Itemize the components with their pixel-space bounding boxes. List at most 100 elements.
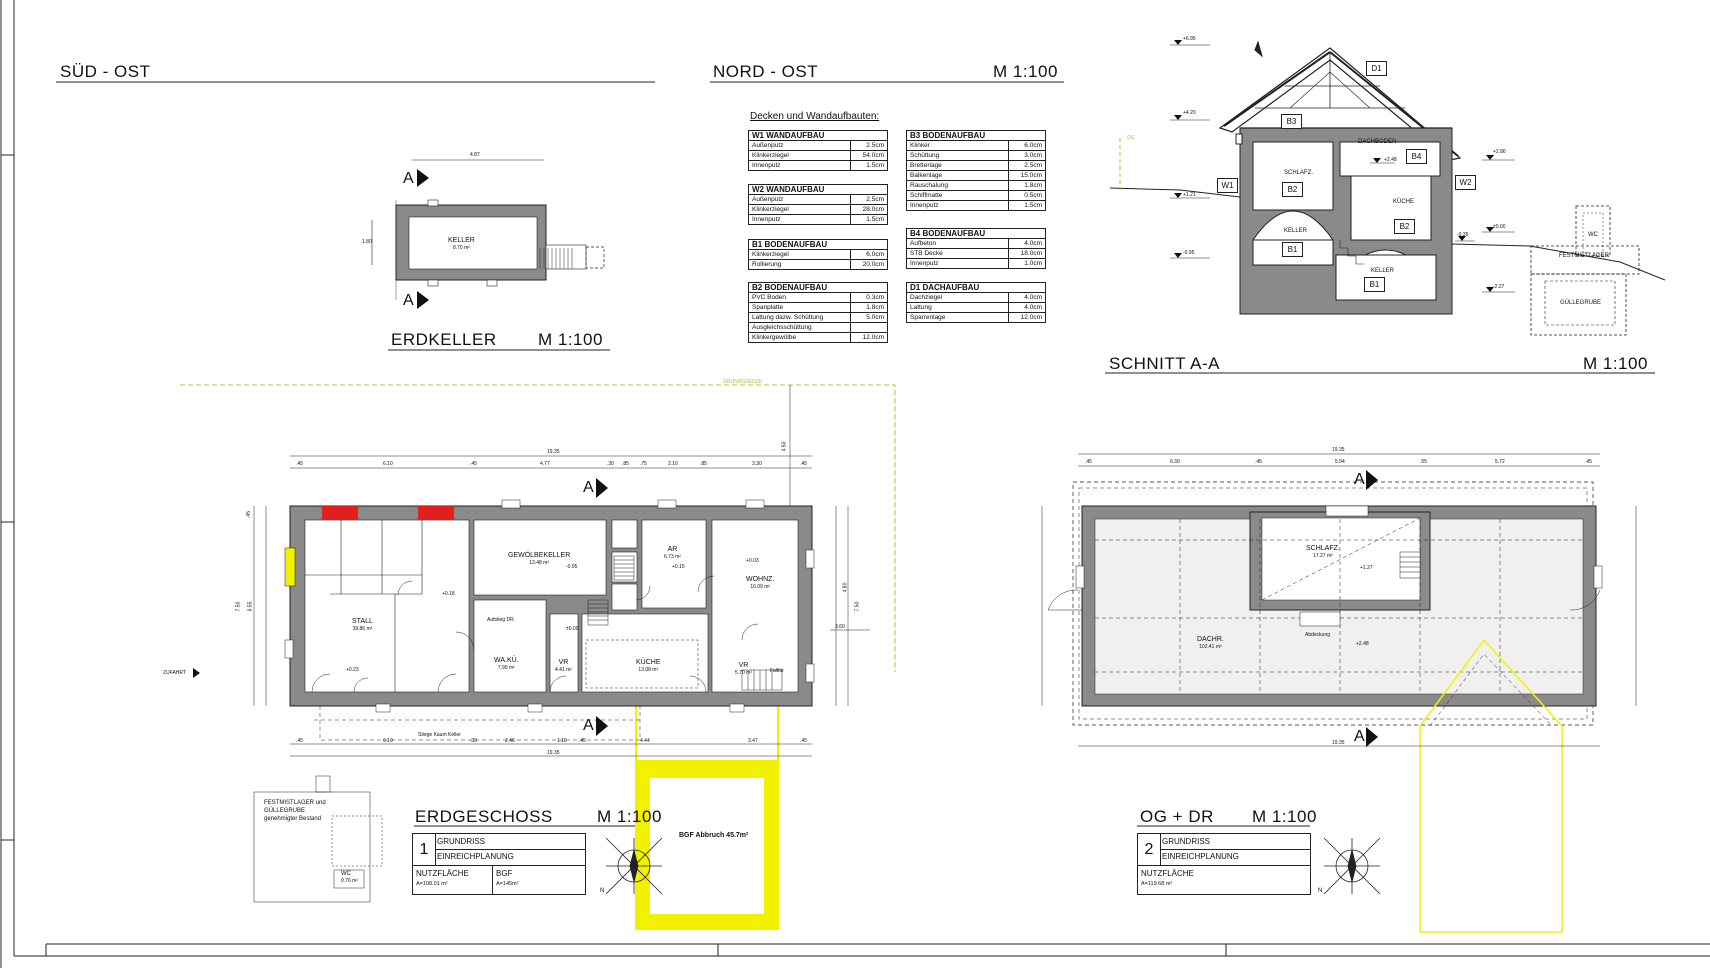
- eg-dim-t6: .85: [622, 461, 629, 467]
- note-aufstieg: Aufstieg DR: [487, 617, 514, 623]
- b3-r5-v: 1.8cm: [1008, 180, 1046, 191]
- og-level-127: +1.27: [1360, 565, 1373, 571]
- eg-dim-total-top: 19.35: [547, 449, 560, 455]
- w2-r3: Innenputz: [748, 214, 851, 225]
- b3-r1: Klinker: [906, 140, 1009, 151]
- title-schnitt: SCHNITT A-A: [1109, 354, 1220, 373]
- b4-r1: Aufbeton: [906, 238, 1009, 249]
- d1-r1: Dachziegel: [906, 292, 1009, 303]
- eg-dim-s7: 3.60: [835, 624, 845, 630]
- tb1-row2: EINREICHPLANUNG: [437, 852, 514, 861]
- room-ar-name: AR: [667, 546, 678, 553]
- schnitt-room-keller1: KELLER: [1284, 228, 1308, 234]
- eg-dim-t5: .30: [607, 461, 614, 467]
- eg-level-000: ±0.00: [566, 626, 579, 632]
- room-vr1-area: 4.41 m²: [555, 667, 572, 673]
- og-dim-t3: .45: [1255, 459, 1262, 465]
- w2-r3-v: 1.5cm: [850, 214, 888, 225]
- tag-w1: W1: [1217, 178, 1238, 193]
- room-vr2: VR 5.70 m²: [735, 662, 752, 676]
- tb1-nutzflaeche-value: A=108.01 m²: [416, 881, 448, 887]
- og-level-248: +2.48: [1356, 641, 1369, 647]
- eg-level-023: +0.23: [346, 667, 359, 673]
- w1-r3-v: 1.5cm: [850, 160, 888, 171]
- b4-r3-v: 1.0cm: [1008, 258, 1046, 269]
- og-section-a-bottom: A: [1354, 728, 1365, 745]
- b3-r5: Rauschalung: [906, 180, 1009, 191]
- og-dim-t5: .55: [1420, 459, 1427, 465]
- erdkeller-plan: [371, 159, 605, 309]
- title-erdgeschoss-scale: M 1:100: [597, 807, 662, 826]
- room-ar-area: 6.73 m²: [664, 554, 681, 560]
- b2-r4-v: [850, 322, 888, 333]
- schnitt-room-kueche: KÜCHE: [1393, 199, 1415, 205]
- room-stall: STALL 39.86 m²: [352, 618, 373, 632]
- room-waku-name: WA.KÜ.: [494, 657, 519, 664]
- b2-r1-v: 0.3cm: [850, 292, 888, 303]
- tb2-row2: EINREICHPLANUNG: [1162, 852, 1239, 861]
- b2-r2: Spanplatte: [748, 302, 851, 313]
- eg-dim-s4: 4.50: [781, 441, 788, 452]
- og-room-dachr-area: 102.41 m²: [1199, 644, 1222, 650]
- eg-dim-t9: .85: [700, 461, 707, 467]
- tb1-bgf: BGF: [496, 869, 513, 878]
- b3-r6-v: 0.5cm: [1008, 190, 1046, 201]
- level-420: +4.20: [1183, 110, 1196, 116]
- eg-dim-s1: 7.50: [235, 601, 242, 612]
- d1-r2: Lattung: [906, 302, 1009, 313]
- title-erdgeschoss: ERDGESCHOSS: [415, 807, 553, 826]
- eg-section-a-bottom: A: [583, 717, 594, 734]
- room-waku: WA.KÜ. 7.90 m²: [494, 657, 519, 671]
- eg-level-015: +0.15: [672, 564, 685, 570]
- b3-title: B3 BODENAUFBAU: [906, 130, 1046, 141]
- tb2-row1: GRUNDRISS: [1162, 837, 1211, 846]
- tag-b2a: B2: [1282, 182, 1303, 197]
- w2-r2-v: 28.0cm: [850, 204, 888, 215]
- eg-dim-t4: 4.77: [540, 461, 550, 467]
- eg-dim-b4: 2.46: [505, 738, 515, 744]
- ground-floor-plan: [180, 384, 896, 930]
- title-nord-ost-scale: M 1:100: [993, 62, 1058, 81]
- b1-r1-v: 6.0cm: [850, 249, 888, 260]
- b1-r2-v: 20.0cm: [850, 259, 888, 270]
- og-dim-t7: .45: [1585, 459, 1592, 465]
- compass-n-2: N: [1318, 888, 1323, 894]
- b1-r1: Klinkerziegel: [748, 249, 851, 260]
- erdkeller-section-a2: A: [403, 292, 414, 309]
- eg-dim-b6: .45: [579, 738, 586, 744]
- tb1-bgf-value: A=145m²: [496, 881, 519, 887]
- w2-r2: Klinkerziegel: [748, 204, 851, 215]
- og-dim-t6: 5.72: [1495, 459, 1505, 465]
- b3-r1-v: 6.0cm: [1008, 140, 1046, 151]
- erdkeller-room-area: 8.70 m²: [452, 245, 470, 251]
- eg-dim-s2: 6.55: [247, 601, 254, 612]
- og-dim-t1: .45: [1085, 459, 1092, 465]
- north-arrow-2: [1323, 837, 1381, 895]
- room-vr2-name: VR: [738, 662, 749, 669]
- room-gewoelbekeller: GEWÖLBEKELLER 13.48 m²: [508, 552, 570, 566]
- tb2-nutzflaeche: NUTZFLÄCHE: [1141, 869, 1194, 878]
- eg-dim-b1: .45: [296, 738, 303, 744]
- room-waku-area: 7.90 m²: [497, 665, 515, 671]
- w1-title: W1 WANDAUFBAU: [748, 130, 888, 141]
- b2-r5: Klinkergewölbe: [748, 332, 851, 343]
- note-falltuer: Falltür: [770, 668, 784, 674]
- eg-level-018: +0.18: [442, 591, 455, 597]
- d1-title: D1 DACHAUFBAU: [906, 282, 1046, 293]
- tag-b1b: B1: [1364, 277, 1385, 292]
- b1-r2: Rollierung: [748, 259, 851, 270]
- b3-r7: Innenputz: [906, 200, 1009, 211]
- festmist-line3: genehmigter Bestand: [264, 816, 322, 822]
- og-room-schlafz-name: SCHLAFZ.: [1306, 545, 1340, 552]
- title-block-1: 1 GRUNDRISS EINREICHPLANUNG NUTZFLÄCHE A…: [412, 833, 586, 895]
- bgf-abbruch-label: BGF Abbruch 45.7m²: [679, 832, 749, 839]
- b3-r4-v: 15.0cm: [1008, 170, 1046, 181]
- tb1-number: 1: [413, 834, 436, 865]
- upper-floor-plan: [1041, 453, 1637, 933]
- eg-dim-b9: .45: [800, 738, 807, 744]
- eg-dim-s6: 7.50: [854, 601, 861, 612]
- w1-r1-v: 2.5cm: [850, 140, 888, 151]
